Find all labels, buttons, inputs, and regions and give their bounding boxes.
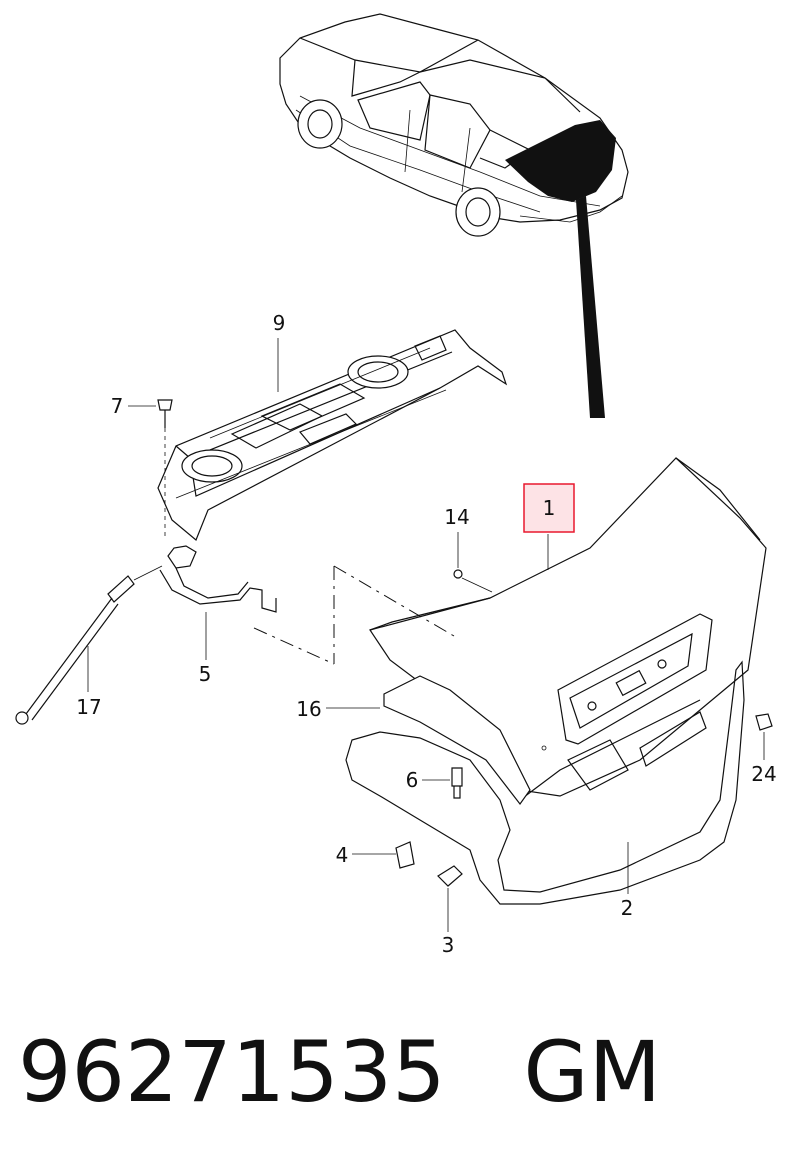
callout-17: 17	[76, 695, 101, 719]
gas-strut-part	[15, 565, 163, 725]
callout-4: 4	[336, 843, 349, 867]
parcel-shelf-part	[157, 329, 508, 541]
hinge-link-part	[159, 545, 455, 665]
weatherstrip-part	[345, 660, 745, 905]
callout-16: 16	[296, 697, 321, 721]
callout-labels: 1 2 3 4 5 6 7 9 14 16 17 24	[76, 311, 776, 957]
callout-6: 6	[406, 768, 419, 792]
callout-14: 14	[444, 505, 469, 529]
fasteners	[157, 399, 773, 887]
leader-lines	[87, 338, 765, 932]
callout-24: 24	[751, 762, 776, 786]
callout-1: 1	[543, 496, 556, 520]
callout-1-highlight-box	[523, 483, 575, 533]
car-illustration	[279, 13, 629, 418]
part-number-caption: 96271535 GM	[18, 1022, 778, 1122]
callout-3: 3	[442, 933, 455, 957]
callout-9: 9	[273, 311, 286, 335]
callout-5: 5	[199, 662, 212, 686]
brand-name: GM	[523, 1023, 662, 1121]
callout-2: 2	[621, 896, 634, 920]
part-number: 96271535	[18, 1023, 446, 1121]
exploded-parts-diagram: 1 2 3 4 5 6 7 9 14 16 17 24	[15, 13, 777, 957]
callout-7: 7	[111, 394, 124, 418]
